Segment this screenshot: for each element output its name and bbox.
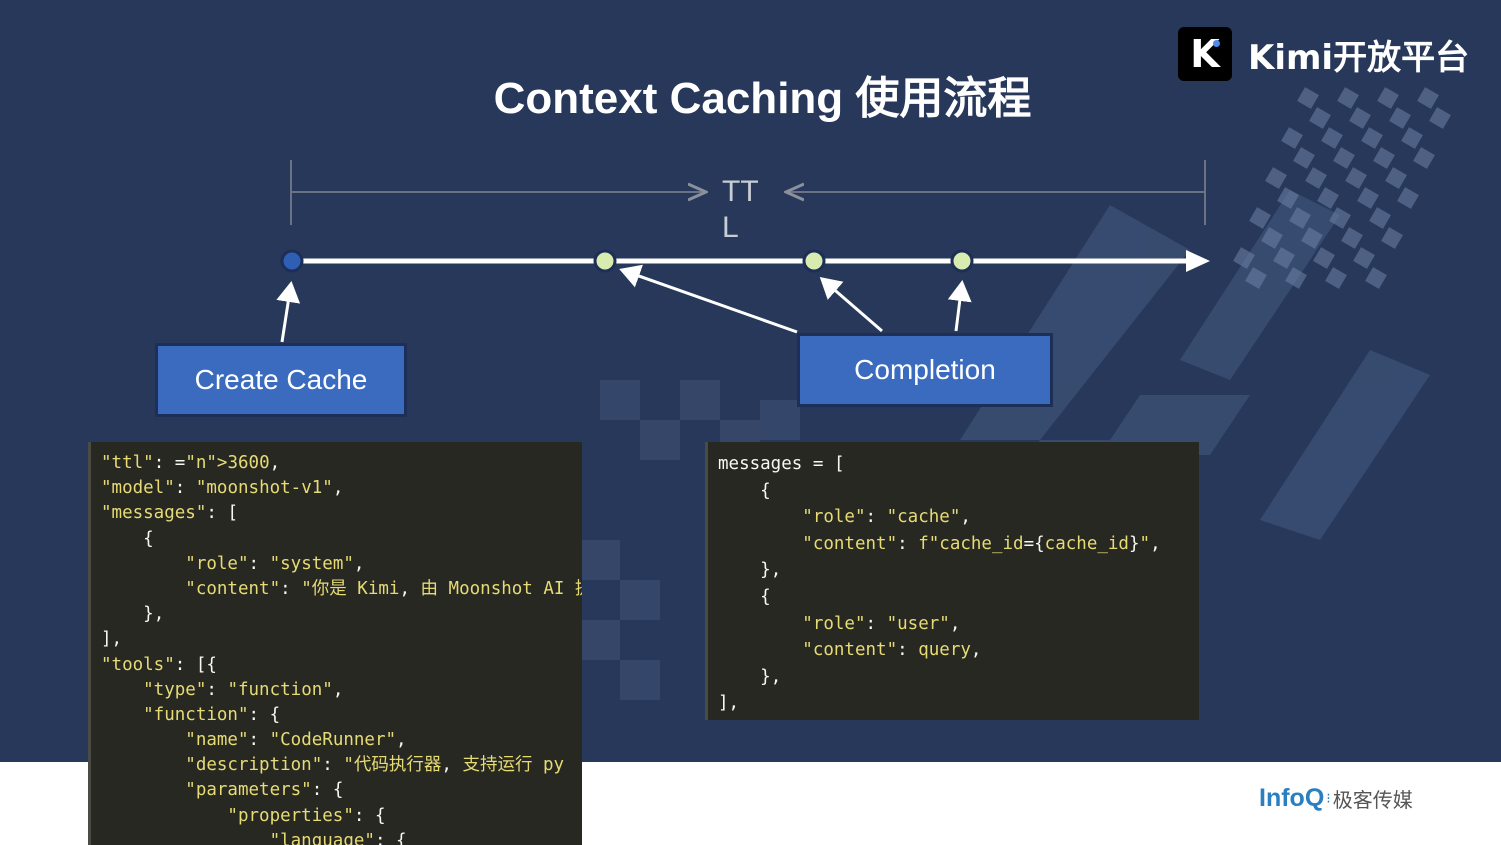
code-line: "name": "CodeRunner", — [101, 730, 407, 751]
completion-link-arrow-2 — [819, 277, 883, 333]
checker-tile — [1309, 107, 1331, 129]
code-line: "messages": [ — [101, 503, 238, 524]
checker-tile — [1273, 247, 1295, 269]
checker-tile — [1325, 267, 1347, 289]
kimi-logo: K Kimi开放平台 — [1178, 27, 1469, 81]
code-line: "content": "你是 Kimi, 由 Moonshot AI 提 — [101, 578, 582, 599]
checker-tile — [1337, 87, 1359, 109]
checker-tile — [1357, 187, 1379, 209]
checker-tile — [1381, 227, 1403, 249]
code-line: "role": "system", — [101, 553, 365, 574]
checker-tile — [1249, 207, 1271, 229]
code-line: "type": "function", — [101, 679, 344, 700]
create-link-arrow — [276, 281, 301, 343]
checker-tile — [1417, 87, 1439, 109]
logo-text: Kimi开放平台 — [1248, 37, 1470, 78]
create-cache-box: Create Cache — [155, 343, 407, 417]
checker-tile — [1349, 107, 1371, 129]
checker-tile — [1277, 187, 1299, 209]
checker-tile — [1329, 207, 1351, 229]
checker-tile — [1265, 167, 1287, 189]
code-line: }, — [760, 560, 782, 581]
checker-tile — [1413, 147, 1435, 169]
code-line: "role": "user", — [718, 613, 961, 634]
checker-tile — [1321, 127, 1343, 149]
checker-tile — [1385, 167, 1407, 189]
completion-code-block: messages = [ { "role": "cache", "content… — [705, 442, 1199, 720]
code-line: }, — [143, 604, 165, 625]
checker-tile — [1345, 167, 1367, 189]
checker-tile — [1281, 127, 1303, 149]
ttl-label: TTL — [722, 175, 759, 244]
checker-tile — [1245, 267, 1267, 289]
code-line: "ttl": ="n">3600, — [101, 453, 281, 473]
code-line: "model": "moonshot-v1", — [101, 478, 344, 499]
checker-tile — [1285, 267, 1307, 289]
timeline-axis-arrowhead — [1186, 250, 1210, 272]
checker-tile — [1397, 187, 1419, 209]
completion-link-arrow-1 — [619, 264, 798, 334]
checker-tile — [1297, 87, 1319, 109]
completion-box: Completion — [797, 333, 1053, 407]
marker-cache-hit-1 — [593, 249, 617, 273]
checker-tile — [1377, 87, 1399, 109]
checker-tile — [1401, 127, 1423, 149]
code-line: "tools": [{ — [101, 654, 217, 675]
checker-tile — [1361, 127, 1383, 149]
slide-title: Context Caching 使用流程 — [493, 74, 1032, 123]
infoq-brand-name: InfoQ — [1259, 784, 1325, 812]
kimi-logo-icon: K — [1178, 27, 1232, 81]
create-cache-code-block: "ttl": ="n">3600, "model": "moonshot-v1",… — [88, 442, 582, 845]
checker-tile — [1301, 227, 1323, 249]
checker-tile — [1365, 267, 1387, 289]
code-line: { — [760, 480, 771, 501]
infoq-brand-suffix: 极客传媒 — [1332, 788, 1413, 812]
code-line: "language": { — [101, 830, 407, 845]
completion-link-arrow-3 — [947, 280, 972, 332]
timeline-diagram — [276, 160, 1210, 343]
code-line: "content": query, — [718, 640, 982, 661]
checker-tile — [1289, 207, 1311, 229]
code-line: "role": "cache", — [718, 507, 971, 528]
code-line: messages = [ — [718, 454, 845, 474]
checker-tile — [1233, 247, 1255, 269]
marker-cache-hit-3 — [950, 249, 974, 273]
infoq-separator-icon: ⁝ — [1326, 790, 1331, 806]
code-line: "description": "代码执行器, 支持运行 py — [101, 755, 565, 776]
checker-tile — [1389, 107, 1411, 129]
checker-tile — [1341, 227, 1363, 249]
checker-tile — [1293, 147, 1315, 169]
marker-cache-created — [280, 249, 304, 273]
code-line: "properties": { — [101, 805, 386, 826]
code-line: "function": { — [101, 704, 281, 725]
checker-tile — [1261, 227, 1283, 249]
code-line: ], — [101, 629, 123, 650]
marker-cache-hit-2 — [802, 249, 826, 273]
checker-tile — [1305, 167, 1327, 189]
checker-tile — [1317, 187, 1339, 209]
checker-tile — [1353, 247, 1375, 269]
checker-tile — [1313, 247, 1335, 269]
logo-dot — [1213, 40, 1220, 47]
checker-tile — [1369, 207, 1391, 229]
checker-tile — [1373, 147, 1395, 169]
infoq-brand: InfoQ ⁝ 极客传媒 — [1259, 784, 1413, 813]
completion-label: Completion — [854, 354, 996, 385]
code-line: ], — [718, 693, 740, 714]
logo-mark-letter: K — [1190, 32, 1220, 76]
code-line: { — [143, 528, 154, 549]
code-line: "parameters": { — [101, 780, 344, 801]
code-line: "content": f"cache_id={cache_id}", — [718, 533, 1161, 554]
checker-tile — [1429, 107, 1451, 129]
code-line: }, — [760, 666, 782, 687]
checker-tile — [1333, 147, 1355, 169]
code-line: { — [760, 586, 771, 607]
create-cache-label: Create Cache — [194, 364, 368, 395]
